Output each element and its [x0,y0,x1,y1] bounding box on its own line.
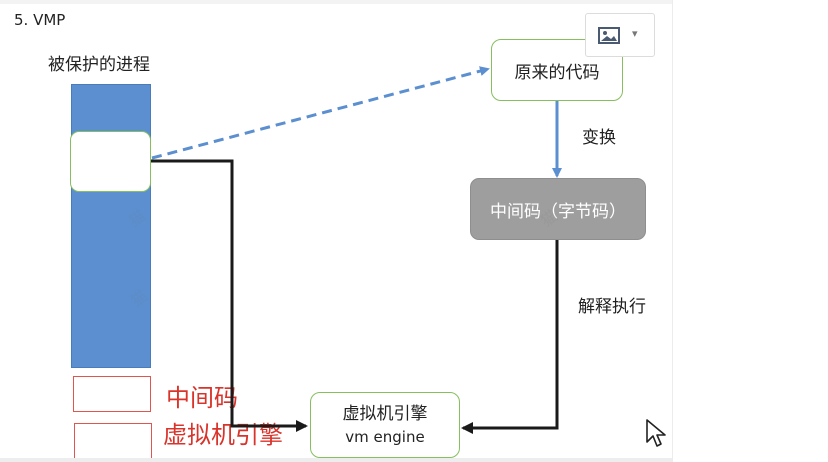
image-options-button[interactable]: ▾ [585,13,655,57]
protected-code-block [70,131,151,192]
legend-label-bytecode: 中间码 [166,384,238,412]
image-icon [598,27,620,44]
process-label: 被保护的进程 [48,55,150,75]
interpret-label: 解释执行 [578,297,646,317]
mouse-cursor-icon [646,419,666,447]
vm-engine-en-label: vm engine [345,428,425,446]
slide-top-edge [0,0,672,4]
bytecode-box: 中间码（字节码） [470,178,646,240]
legend-label-vm-engine: 虚拟机引擎 [163,421,283,449]
vm-engine-cn-label: 虚拟机引擎 [342,404,428,424]
chevron-down-icon: ▾ [632,27,638,40]
slide-canvas: 5. VMP 被保护的进程 原来的代码 变换 中间码（字节码） 解释执行 虚拟机… [0,0,673,462]
slide-title: 5. VMP [14,11,66,29]
bytecode-label: 中间码（字节码） [490,201,626,222]
slide-bottom-edge [0,458,672,462]
vm-engine-box: 虚拟机引擎 vm engine [310,392,460,458]
transform-label: 变换 [582,128,616,148]
legend-box-vm-engine [74,423,152,459]
legend-box-bytecode [73,376,151,412]
original-code-label: 原来的代码 [514,62,600,83]
